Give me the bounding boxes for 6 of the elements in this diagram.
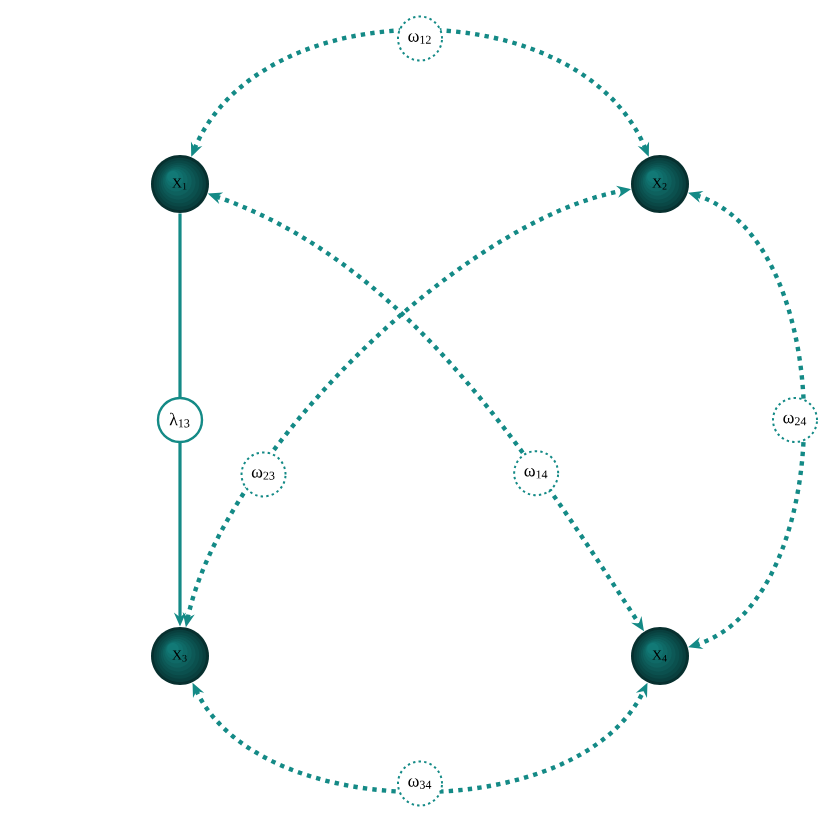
edge-label: ω$_{14}$	[513, 450, 560, 497]
edge-label: ω$_{23}$	[240, 451, 287, 498]
edge-label: ω$_{34}$	[397, 760, 443, 807]
edge-label: ω$_{24}$	[772, 397, 818, 443]
edge-label: λ$_{13}$	[156, 396, 204, 444]
edge-label: ω$_{12}$	[397, 15, 443, 62]
